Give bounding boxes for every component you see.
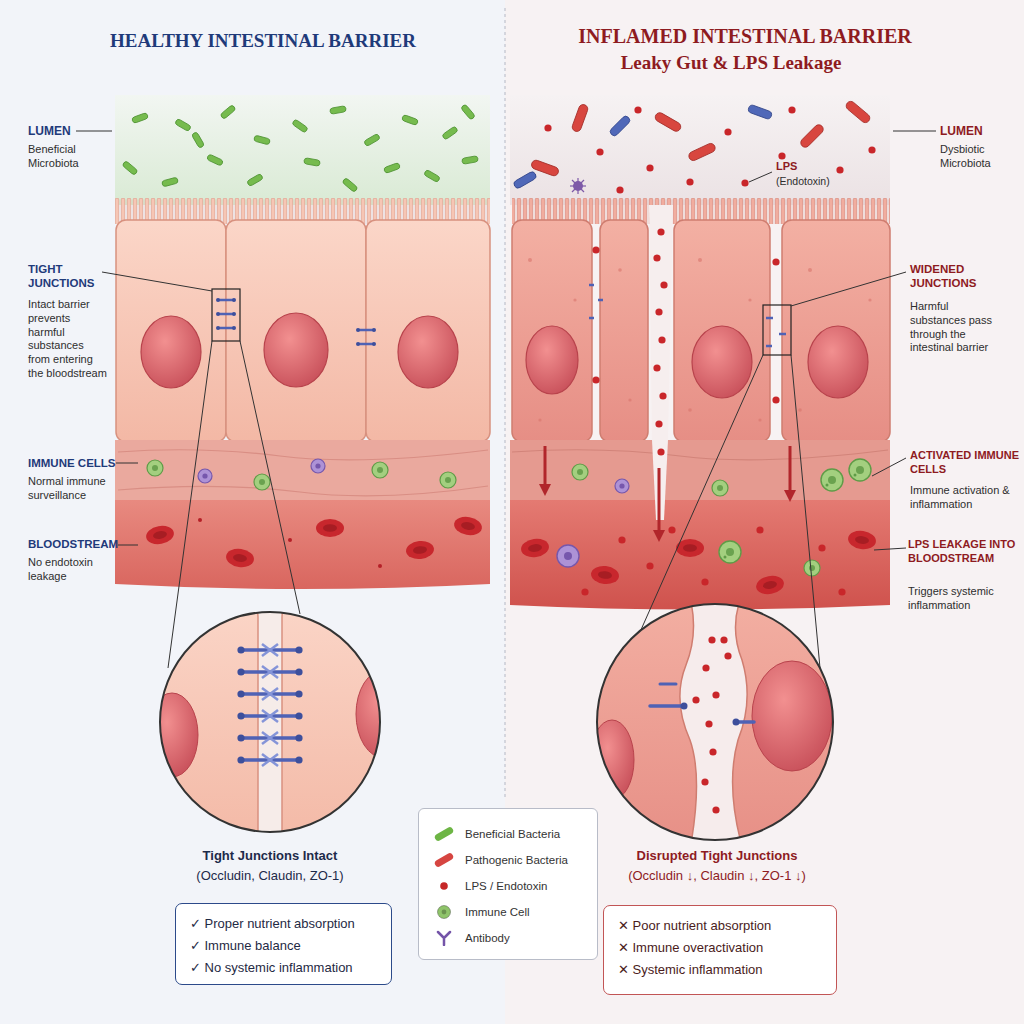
box-line: ✓ Proper nutrient absorption (190, 913, 377, 935)
box-line: ✓ Immune balance (190, 935, 377, 957)
legend-row: Pathogenic Bacteria (431, 847, 585, 873)
harm-box: ✕ Poor nutrient absorption✕ Immune overa… (603, 905, 837, 995)
legend-text: Beneficial Bacteria (465, 828, 560, 840)
legend-row: LPS / Endotoxin (431, 873, 585, 899)
callout-heading: LPS (776, 160, 836, 174)
legend-text: Antibody (465, 932, 510, 944)
box-line: ✕ Poor nutrient absorption (618, 915, 822, 937)
callout-text: Normal immune surveillance (28, 475, 118, 503)
legend-swatch (431, 852, 457, 868)
callout-heading: LUMEN (28, 124, 108, 139)
callout-text: Intact barrier prevents harmful substanc… (28, 298, 108, 381)
callout-text: No endotoxin leakage (28, 556, 108, 584)
legend-swatch (431, 904, 457, 920)
callout-text: Immune activation & inflammation (910, 484, 1018, 512)
callout-text: (Endotoxin) (776, 175, 856, 188)
panel-title: INFLAMED INTESTINAL BARRIER (505, 24, 985, 48)
callout-heading: Tight Junctions Intact (140, 848, 400, 864)
callout-text: Beneficial Microbiota (28, 143, 108, 171)
legend-text: Pathogenic Bacteria (465, 854, 568, 866)
callout-heading: Disrupted Tight Junctions (567, 848, 867, 864)
callout-heading: BLOODSTREAM (28, 537, 123, 551)
callout-heading: LUMEN (940, 124, 1010, 139)
legend-swatch (431, 930, 457, 946)
callout-text: (Occludin, Claudin, ZO-1) (120, 868, 420, 884)
benefit-box: ✓ Proper nutrient absorption✓ Immune bal… (175, 903, 392, 985)
legend-box: Beneficial BacteriaPathogenic BacteriaLP… (418, 808, 598, 960)
legend-row: Beneficial Bacteria (431, 821, 585, 847)
callout-heading: IMMUNE CELLS (28, 456, 123, 470)
callout-heading: ACTIVATED IMMUNE CELLS (910, 449, 1020, 477)
callout-heading: TIGHT JUNCTIONS (28, 262, 100, 291)
legend-row: Immune Cell (431, 899, 585, 925)
callout-heading: LPS LEAKAGE INTO BLOODSTREAM (908, 538, 1022, 566)
panel-subtitle: Leaky Gut & LPS Leakage (505, 52, 957, 75)
box-line: ✕ Immune overactivation (618, 937, 822, 959)
callout-text: (Occludin ↓, Claudin ↓, ZO-1 ↓) (567, 868, 867, 884)
legend-text: LPS / Endotoxin (465, 880, 547, 892)
callout-text: Harmful substances pass through the inte… (910, 300, 1000, 355)
callout-text: Dysbiotic Microbiota (940, 143, 1015, 171)
callout-text: Triggers systemic inflammation (908, 585, 1016, 613)
panel-title: HEALTHY INTESTINAL BARRIER (20, 30, 506, 53)
callout-heading: WIDENED JUNCTIONS (910, 262, 1005, 291)
legend-text: Immune Cell (465, 906, 530, 918)
legend-swatch (431, 826, 457, 842)
legend-row: Antibody (431, 925, 585, 951)
box-line: ✓ No systemic inflammation (190, 957, 377, 979)
box-line: ✕ Systemic inflammation (618, 959, 822, 981)
legend-swatch (431, 878, 457, 894)
